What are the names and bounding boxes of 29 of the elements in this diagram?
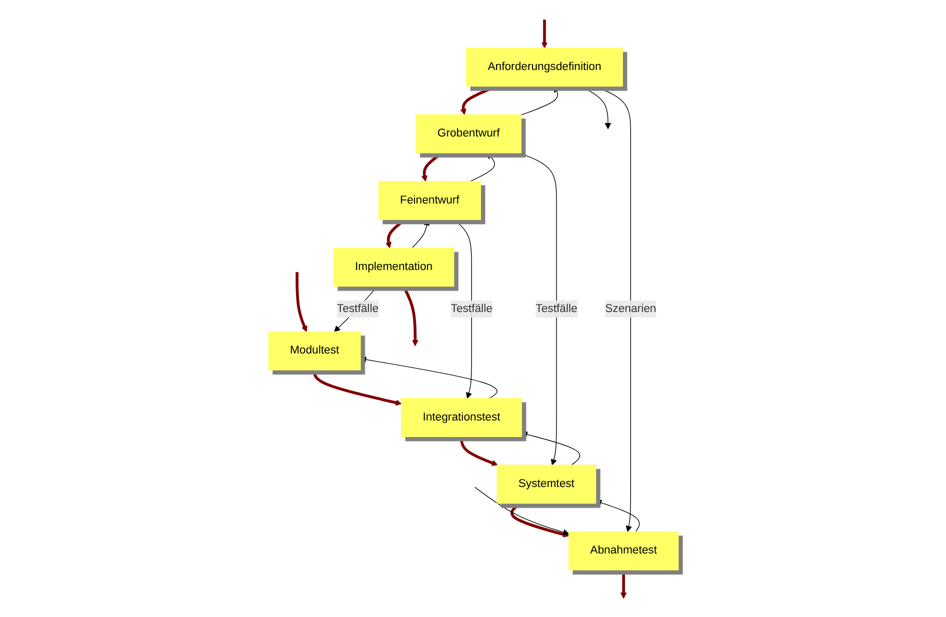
arrow: [580, 85, 611, 129]
arrow: [518, 152, 556, 465]
process-box: Abnahmetest: [568, 530, 678, 570]
process-box: Integrationstest: [400, 398, 522, 437]
arrow: [460, 436, 498, 466]
arrow: [402, 285, 418, 346]
arrow: [469, 152, 494, 182]
arrow: [620, 570, 626, 598]
arrow: [411, 218, 430, 248]
arrow: [312, 370, 402, 406]
process-box: Modultest: [268, 330, 360, 370]
process-box: Feinentwurf: [378, 180, 480, 220]
process-box: Implementation: [332, 247, 454, 286]
arrow: [540, 19, 548, 48]
process-box: Anforderungsdefinition: [466, 47, 622, 86]
arrow: [594, 499, 640, 532]
arrow: [360, 356, 497, 398]
arrow: [452, 218, 472, 398]
arrow: [593, 85, 632, 532]
process-box: Grobentwurf: [415, 114, 521, 153]
arrow: [295, 272, 307, 332]
arrow: [510, 502, 569, 537]
arrow: [520, 431, 580, 465]
arrow: [420, 151, 443, 182]
arrow: [460, 84, 497, 114]
process-box: Systemtest: [496, 464, 596, 504]
arrow: [384, 218, 406, 248]
arrow: [474, 486, 569, 535]
arrow: [520, 86, 560, 115]
